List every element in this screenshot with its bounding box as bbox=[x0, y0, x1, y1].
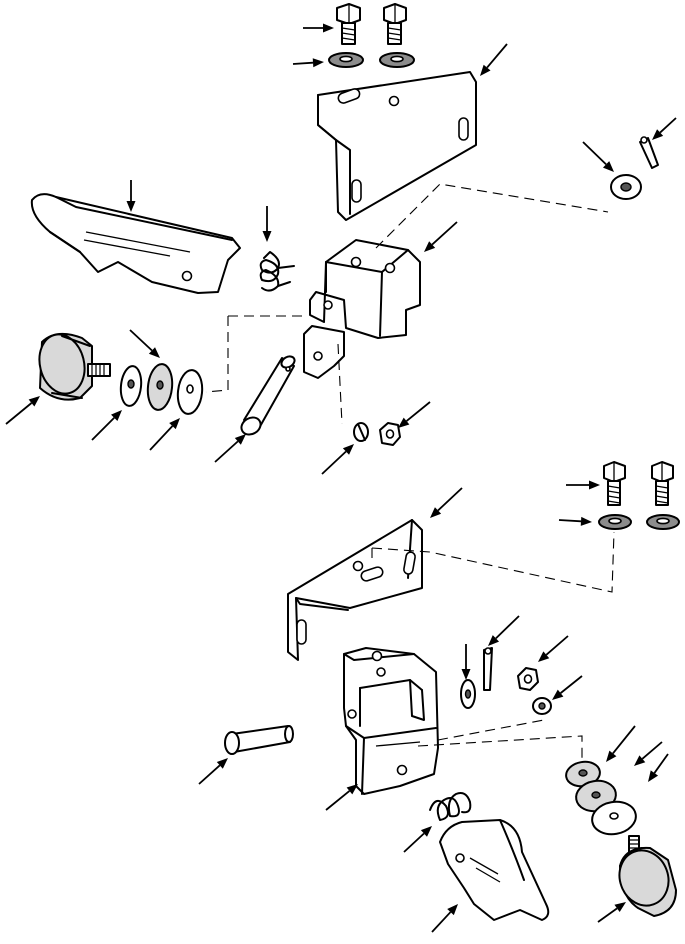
callout-arrow bbox=[461, 644, 471, 680]
callout-arrow bbox=[582, 141, 614, 172]
callout-arrow bbox=[198, 758, 228, 785]
bumper-lower bbox=[618, 835, 677, 917]
callout-arrow bbox=[321, 444, 354, 475]
callout-arrow bbox=[552, 675, 583, 700]
hex-nut-lower bbox=[517, 667, 539, 691]
latch-handle-upper bbox=[30, 193, 241, 294]
callout-arrow bbox=[325, 784, 358, 811]
bolt-upper-right bbox=[383, 3, 407, 45]
callout-arrow bbox=[129, 329, 160, 358]
bolt-lower-right bbox=[651, 461, 674, 506]
callout-arrow bbox=[538, 635, 569, 662]
washer-stack-lower-3 bbox=[591, 800, 637, 836]
bolt-lower-left bbox=[603, 461, 626, 506]
washer-upper-right bbox=[379, 52, 415, 68]
lower-mounting-bracket bbox=[287, 519, 423, 661]
callout-arrow bbox=[648, 753, 669, 782]
callout-arrow bbox=[262, 206, 272, 242]
spring-lower bbox=[429, 792, 472, 821]
latch-handle-lower bbox=[439, 819, 550, 921]
callout-arrow bbox=[214, 434, 246, 463]
washer-upper-side bbox=[610, 174, 642, 200]
callout-arrow bbox=[652, 117, 677, 140]
washer-stack-upper-3 bbox=[176, 369, 204, 415]
callout-arrow bbox=[606, 725, 636, 762]
callout-arrow bbox=[126, 180, 136, 212]
lock-washer-lower bbox=[532, 697, 552, 715]
washer-lower-right bbox=[646, 514, 680, 530]
callout-arrow bbox=[634, 741, 663, 766]
cotter-pin-upper bbox=[639, 136, 659, 169]
latch-bracket-upper bbox=[303, 239, 421, 379]
callout-arrow bbox=[480, 43, 508, 76]
bumper-upper bbox=[38, 332, 111, 401]
lock-washer-upper bbox=[353, 422, 369, 442]
callout-arrows bbox=[5, 23, 677, 933]
callout-arrow bbox=[558, 516, 592, 526]
torsion-spring-upper bbox=[259, 251, 295, 292]
callout-arrow bbox=[430, 487, 463, 518]
callout-arrow bbox=[292, 58, 324, 68]
callout-arrow bbox=[403, 826, 432, 853]
washer-stack-upper-2 bbox=[146, 363, 174, 411]
callout-arrow bbox=[5, 396, 40, 425]
callout-arrow bbox=[488, 615, 520, 646]
upper-mounting-bracket bbox=[317, 71, 477, 221]
callout-arrow bbox=[398, 401, 431, 428]
callout-arrow bbox=[303, 23, 334, 33]
leader-lines bbox=[205, 183, 615, 760]
cotter-pin-lower bbox=[483, 647, 493, 691]
clevis-pin-upper bbox=[240, 355, 296, 436]
callout-arrow bbox=[566, 480, 600, 490]
hex-nut-upper bbox=[379, 422, 401, 446]
washer-lower-left bbox=[598, 514, 632, 530]
callout-arrow bbox=[431, 904, 458, 933]
callout-arrow bbox=[597, 902, 626, 923]
bolt-upper-left bbox=[336, 3, 361, 45]
callout-arrow bbox=[149, 418, 180, 451]
callout-arrow bbox=[91, 410, 122, 441]
callout-arrow bbox=[424, 221, 458, 252]
clevis-pin-lower bbox=[224, 725, 294, 755]
washer-upper-left bbox=[328, 52, 364, 68]
washer-stack-upper-1 bbox=[119, 365, 143, 407]
latch-bracket-lower bbox=[343, 647, 439, 795]
washer-lower-center bbox=[460, 679, 476, 709]
